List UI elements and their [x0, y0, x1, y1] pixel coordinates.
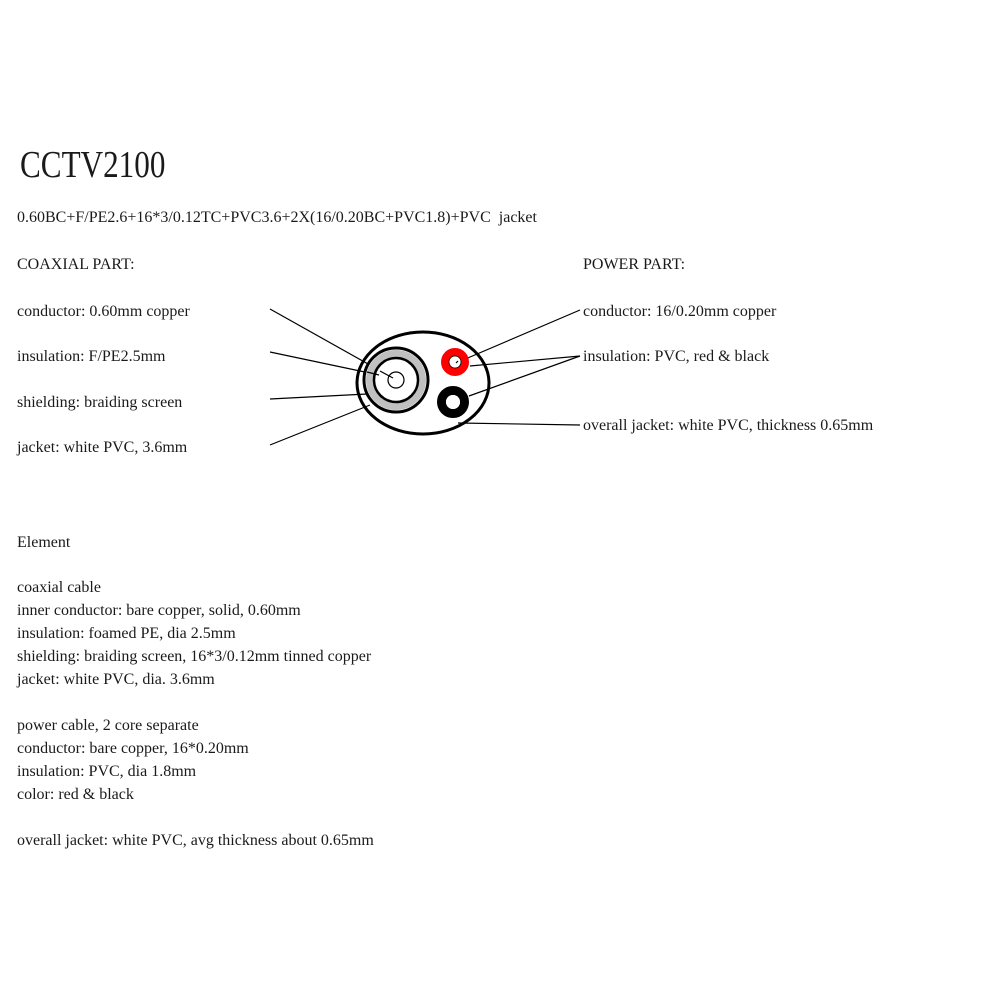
element-heading: Element: [17, 534, 71, 551]
power-part-heading: POWER PART:: [583, 256, 686, 273]
black-core-shape: [437, 386, 469, 418]
coax-shielding-label: shielding: braiding screen: [17, 394, 183, 411]
coax-insulation-label: insulation: F/PE2.5mm: [17, 348, 166, 365]
overall-jacket-label: overall jacket: white PVC, thickness 0.6…: [583, 417, 874, 434]
power-cable-heading: power cable, 2 core separate: [17, 717, 199, 734]
coax-detail-line: shielding: braiding screen, 16*3/0.12mm …: [17, 648, 372, 665]
overall-jacket-detail: overall jacket: white PVC, avg thickness…: [17, 832, 374, 849]
coax-detail-line: insulation: foamed PE, dia 2.5mm: [17, 625, 236, 642]
coax-jacket-label: jacket: white PVC, 3.6mm: [17, 439, 188, 456]
power-detail-line: insulation: PVC, dia 1.8mm: [17, 763, 197, 780]
coax-conductor-shape: [387, 371, 405, 389]
power-detail-line: conductor: bare copper, 16*0.20mm: [17, 740, 249, 757]
coaxial-part-heading: COAXIAL PART:: [17, 256, 135, 273]
black-core-conductor: [446, 395, 460, 409]
overall-jacket-shape: [355, 330, 491, 436]
power-conductor-label: conductor: 16/0.20mm copper: [583, 303, 777, 320]
spec-code: 0.60BC+F/PE2.6+16*3/0.12TC+PVC3.6+2X(16/…: [17, 209, 537, 226]
coax-detail-line: inner conductor: bare copper, solid, 0.6…: [17, 602, 301, 619]
leader-lines-power: [455, 309, 581, 426]
coax-shield-shape: [366, 350, 426, 410]
power-insulation-label: insulation: PVC, red & black: [583, 348, 770, 365]
coax-cable-heading: coaxial cable: [17, 579, 101, 596]
product-title: CCTV2100: [20, 144, 166, 186]
coax-conductor-label: conductor: 0.60mm copper: [17, 303, 190, 320]
red-core-shape: [441, 348, 469, 376]
coax-detail-line: jacket: white PVC, dia. 3.6mm: [17, 671, 215, 688]
red-core-conductor: [448, 355, 462, 369]
power-detail-line: color: red & black: [17, 786, 134, 803]
